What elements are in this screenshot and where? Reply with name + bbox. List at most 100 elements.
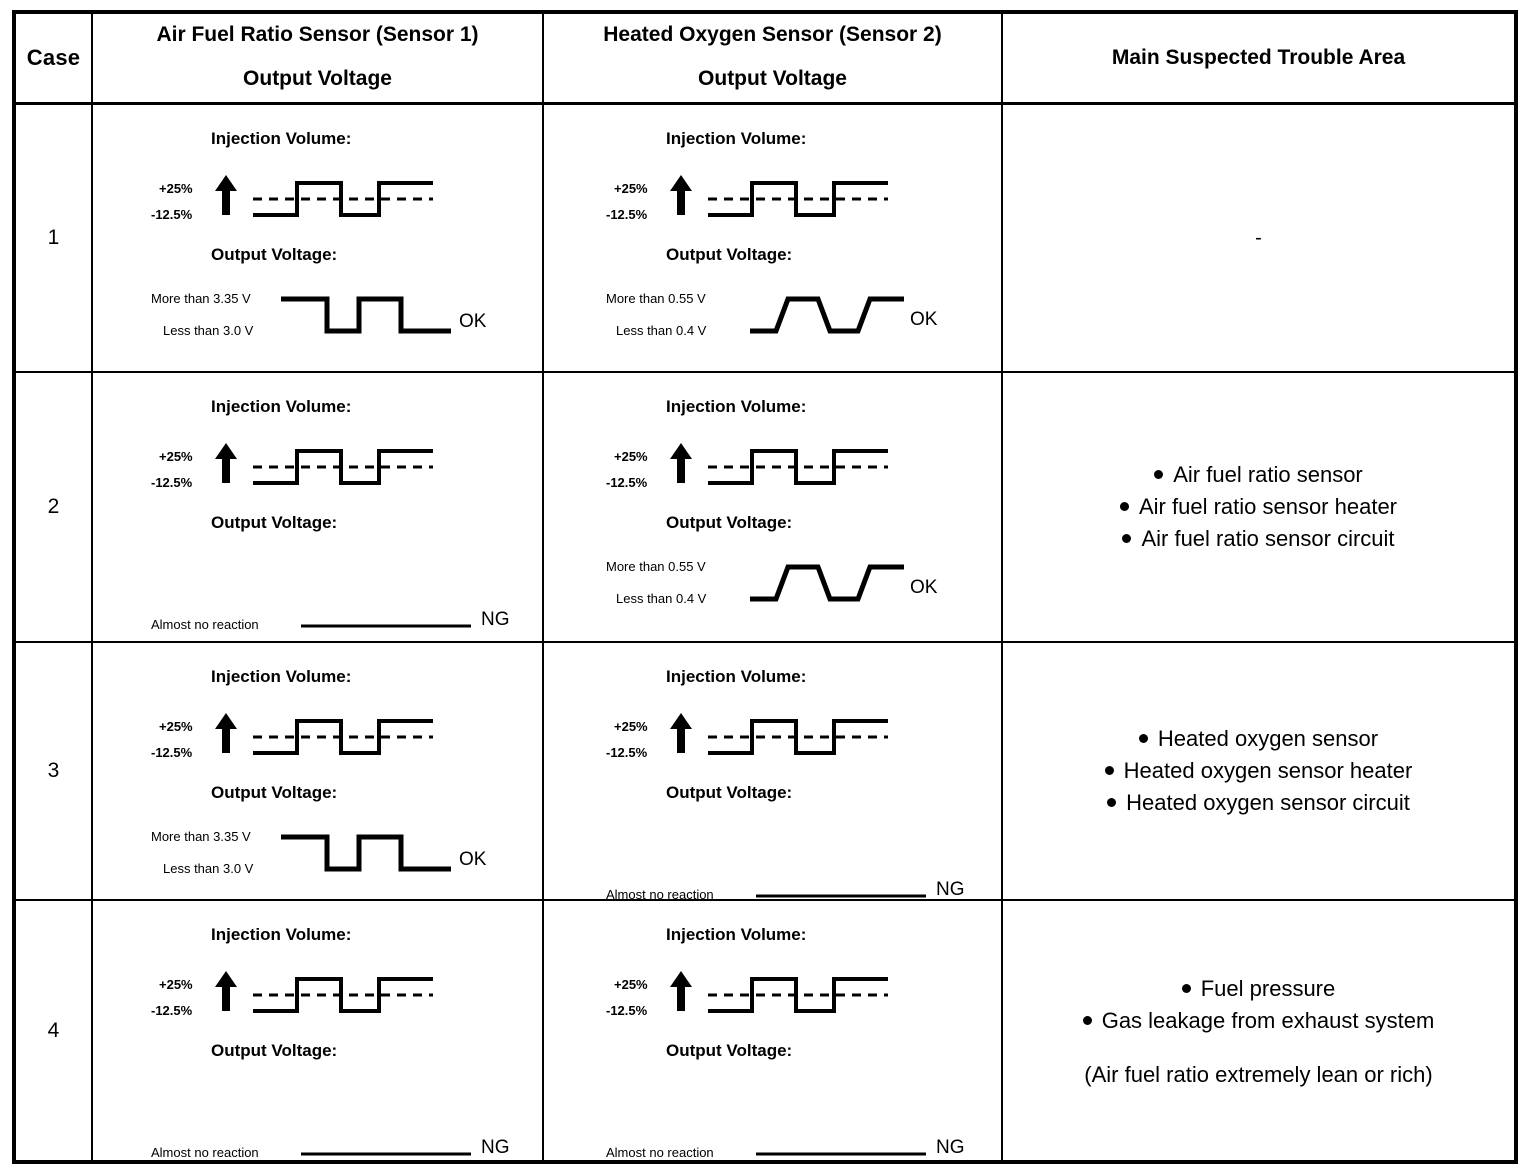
bullet-icon	[1122, 533, 1132, 543]
output-less-than-label: Less than 0.4 V	[616, 323, 707, 339]
sensor1-waveform-cell: Injection Volume:+25%-12.5%Output Voltag…	[91, 103, 544, 374]
injection-volume-waveform	[253, 719, 433, 755]
header-sensor2-title: Heated Oxygen Sensor (Sensor 2)	[603, 23, 942, 46]
bullet-icon	[1104, 766, 1114, 776]
trouble-area-note: (Air fuel ratio extremely lean or rich)	[1084, 1062, 1433, 1088]
output-voltage-flatline	[301, 624, 471, 628]
output-voltage-flatline	[756, 1152, 926, 1156]
sensor2-waveform: Injection Volume:+25%-12.5%Output Voltag…	[544, 901, 1001, 1160]
header-sensor2: Heated Oxygen Sensor (Sensor 2) Output V…	[542, 11, 1003, 106]
verdict-ng-label: NG	[481, 1137, 510, 1158]
sensor2-waveform: Injection Volume:+25%-12.5%Output Voltag…	[544, 643, 1001, 902]
sensor2-waveform: Injection Volume:+25%-12.5%Output Voltag…	[544, 373, 1001, 641]
injection-percent-high: +25%	[614, 719, 648, 734]
trouble-area-item: Fuel pressure	[1017, 973, 1500, 1005]
output-voltage-flatline	[756, 894, 926, 898]
verdict-ng-label: NG	[936, 879, 965, 900]
up-arrow-icon	[215, 713, 237, 753]
trouble-area-cell: -	[1001, 103, 1517, 374]
injection-volume-label: Injection Volume:	[211, 129, 352, 149]
verdict-ok-label: OK	[910, 309, 938, 331]
table-header-row: Case Air Fuel Ratio Sensor (Sensor 1) Ou…	[13, 11, 1517, 106]
output-voltage-label: Output Voltage:	[666, 1041, 793, 1060]
header-case-label: Case	[26, 45, 81, 71]
output-voltage-label: Output Voltage:	[211, 783, 338, 802]
up-arrow-icon	[670, 175, 692, 216]
trouble-area-item: Air fuel ratio sensor circuit	[1017, 523, 1500, 555]
injection-arrow-icon	[215, 713, 237, 753]
output-more-than-label: More than 3.35 V	[151, 829, 251, 844]
output-voltage-label: Output Voltage:	[211, 245, 338, 265]
header-sensor1-subtitle: Output Voltage	[243, 67, 392, 91]
output-less-than-label: Less than 3.0 V	[163, 323, 254, 339]
injection-arrow-icon	[215, 175, 237, 216]
verdict-ok-label: OK	[459, 311, 487, 333]
injection-percent-low: -12.5%	[606, 745, 648, 760]
header-sensor1-stack: Air Fuel Ratio Sensor (Sensor 1) Output …	[93, 14, 542, 102]
output-more-than-label: More than 0.55 V	[606, 559, 706, 574]
trouble-area-item: Air fuel ratio sensor	[1017, 459, 1500, 491]
up-arrow-icon	[670, 443, 692, 483]
sensor2-waveform-cell: Injection Volume: +25% -12.5% Output Voltag…	[542, 103, 1003, 374]
header-sensor1: Air Fuel Ratio Sensor (Sensor 1) Output …	[91, 11, 544, 106]
trouble-area-item: Air fuel ratio sensor heater	[1017, 491, 1500, 523]
almost-no-reaction-label: Almost no reaction	[151, 1145, 259, 1160]
trouble-area-item-label: Air fuel ratio sensor	[1173, 462, 1363, 488]
output-less-than-label: Less than 0.4 V	[616, 591, 707, 606]
header-sensor1-title: Air Fuel Ratio Sensor (Sensor 1)	[156, 23, 479, 46]
injection-percent-low: -12.5%	[151, 1003, 193, 1018]
trouble-area-item: Gas leakage from exhaust system	[1017, 1005, 1500, 1037]
injection-volume-label: Injection Volume:	[211, 667, 352, 686]
injection-percent-high: +25%	[614, 449, 648, 464]
output-voltage-waveform	[750, 564, 904, 602]
case-number: 3	[47, 759, 60, 782]
almost-no-reaction-label: Almost no reaction	[606, 887, 714, 902]
injection-percent-low: -12.5%	[151, 745, 193, 760]
case-number: 2	[47, 495, 60, 518]
table-row: 4 Injection Volume:+25%-12.5%Output Volt…	[13, 899, 1517, 1162]
injection-percent-low: -12.5%	[606, 207, 648, 223]
injection-arrow-icon	[215, 443, 237, 483]
sensor1-waveform-cell: Injection Volume:+25%-12.5%Output Voltag…	[91, 641, 544, 901]
injection-percent-low: -12.5%	[606, 1003, 648, 1018]
output-voltage-label: Output Voltage:	[666, 245, 793, 265]
up-arrow-icon	[215, 971, 237, 1011]
header-sensor2-subtitle: Output Voltage	[698, 67, 847, 91]
verdict-ok-label: OK	[459, 849, 487, 870]
bullet-icon	[1107, 797, 1117, 807]
trouble-area-item-label: Air fuel ratio sensor heater	[1138, 494, 1398, 520]
sensor1-waveform: Injection Volume:+25%-12.5%Output Voltag…	[93, 105, 542, 371]
injection-volume-label: Injection Volume:	[666, 129, 807, 149]
case-number-cell: 3	[13, 641, 93, 901]
injection-percent-high: +25%	[614, 181, 648, 197]
injection-volume-waveform	[708, 449, 888, 485]
output-more-than-label: More than 3.35 V	[151, 291, 251, 307]
bullet-icon	[1082, 1015, 1092, 1025]
trouble-area-item: Heated oxygen sensor	[1017, 723, 1500, 755]
injection-percent-high: +25%	[614, 977, 648, 992]
trouble-area-item-label: Heated oxygen sensor heater	[1123, 758, 1413, 784]
injection-volume-waveform	[708, 719, 888, 755]
case-number-cell: 4	[13, 899, 93, 1162]
injection-arrow-icon	[670, 971, 692, 1011]
output-voltage-waveform	[281, 296, 451, 334]
injection-volume-waveform	[253, 977, 433, 1013]
injection-volume-waveform	[708, 977, 888, 1013]
injection-percent-low: -12.5%	[151, 475, 193, 490]
case-number-cell: 1	[13, 103, 93, 374]
trouble-area-content: -	[1003, 221, 1514, 256]
sensor1-waveform: Injection Volume:+25%-12.5%Output Voltag…	[93, 373, 542, 641]
injection-arrow-icon	[670, 175, 692, 216]
injection-volume-label: Injection Volume:	[211, 397, 352, 416]
trouble-area-item-label: Heated oxygen sensor	[1157, 726, 1379, 752]
injection-percent-high: +25%	[159, 181, 193, 197]
verdict-ok-label: OK	[910, 577, 938, 598]
up-arrow-icon	[215, 175, 237, 216]
injection-volume-label: Injection Volume:	[666, 397, 807, 416]
output-voltage-label: Output Voltage:	[666, 513, 793, 532]
injection-percent-high: +25%	[159, 449, 193, 464]
up-arrow-icon	[215, 443, 237, 483]
verdict-ng-label: NG	[936, 1137, 965, 1158]
